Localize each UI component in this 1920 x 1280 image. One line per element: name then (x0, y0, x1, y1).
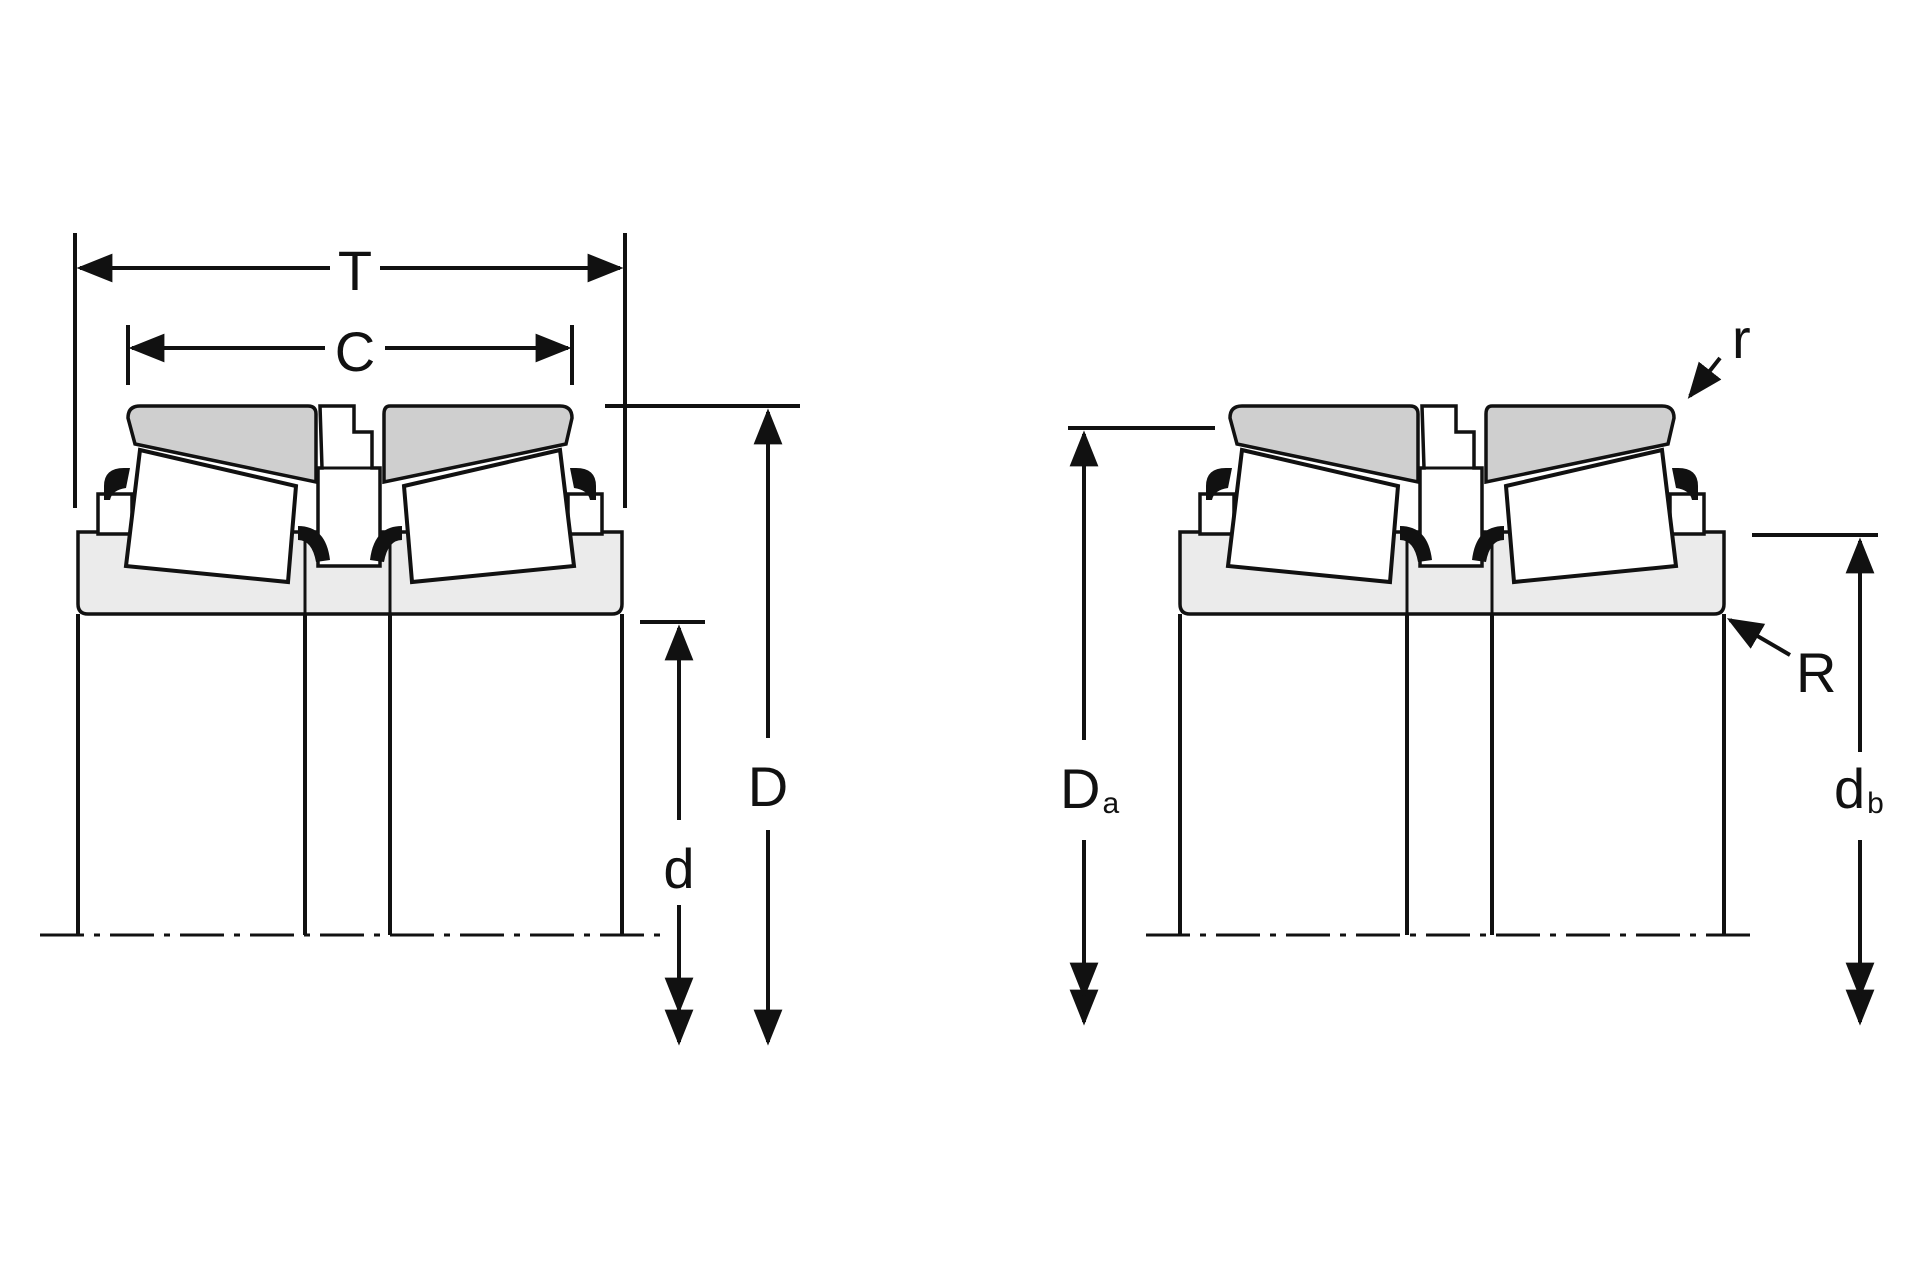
left-bearing-section (76, 404, 624, 937)
leader-r (1687, 356, 1722, 399)
right-bearing: Da db r R (1060, 307, 1884, 1026)
label-D: D (748, 755, 788, 818)
left-bearing: T C D d (40, 233, 800, 1046)
label-Da: Da (1060, 757, 1119, 820)
label-C: C (335, 320, 375, 383)
label-db: db (1834, 757, 1884, 820)
label-T: T (338, 239, 372, 302)
leader-R (1726, 618, 1792, 657)
right-bearing-section (1178, 404, 1726, 937)
label-R: R (1796, 641, 1836, 704)
label-r: r (1732, 307, 1751, 370)
label-d: d (663, 837, 694, 900)
